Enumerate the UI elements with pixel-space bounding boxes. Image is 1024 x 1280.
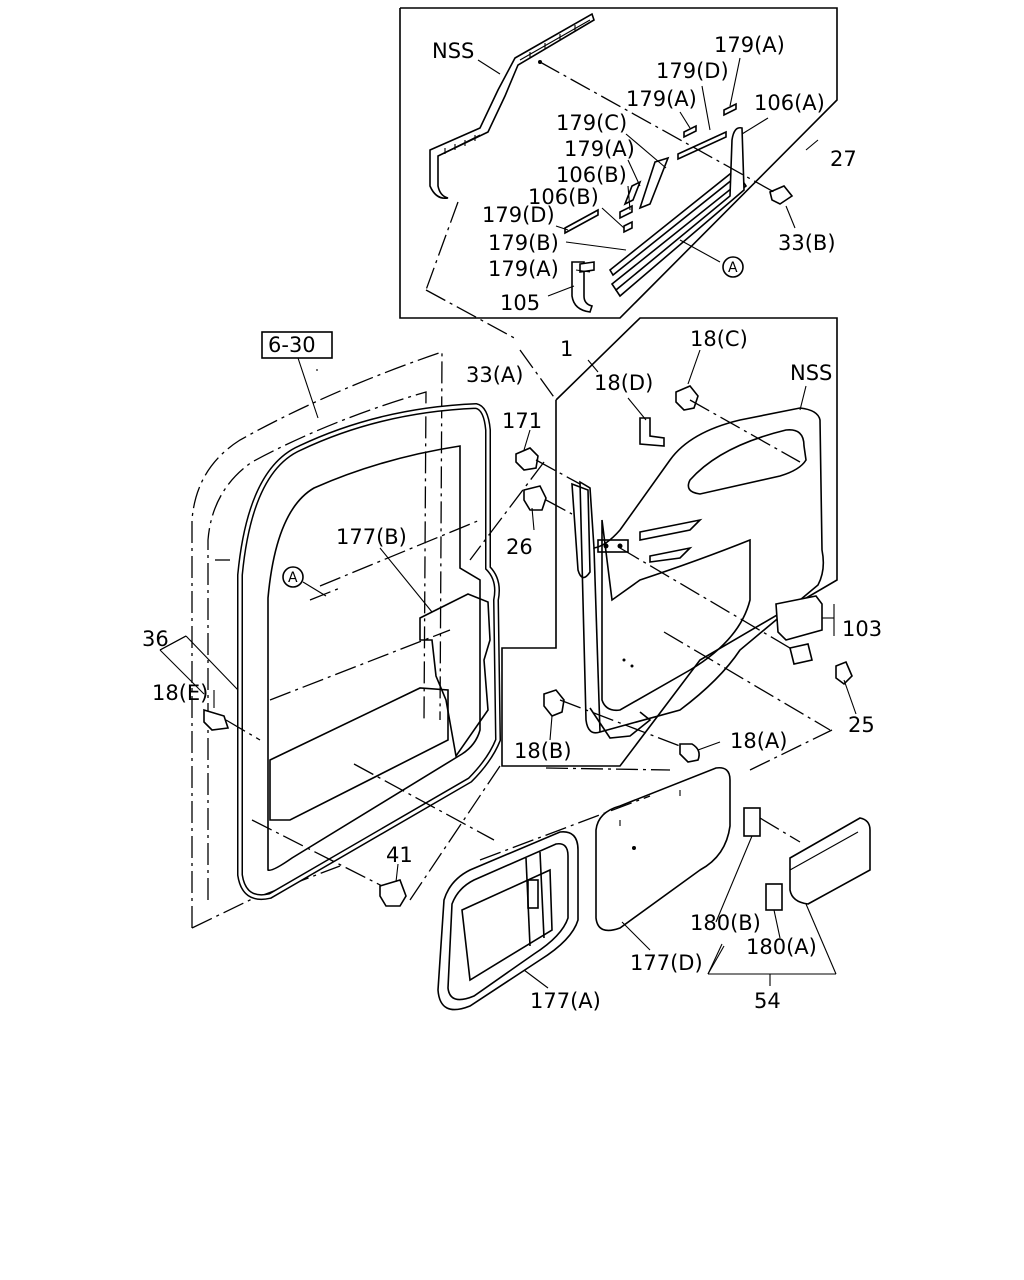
sill-plate-54 [743, 807, 871, 911]
door-panel-shape [269, 593, 491, 821]
label-103: 103 [842, 617, 882, 641]
label-106b-2: 106(B) [528, 185, 599, 209]
label-25: 25 [848, 713, 875, 737]
label-33b: 33(B) [778, 231, 836, 255]
trim-window-177A [437, 831, 579, 1011]
ref-circle-a-top [722, 256, 744, 278]
inset-box [399, 7, 838, 319]
label-27: 27 [830, 147, 857, 171]
door-body-outline [191, 351, 443, 929]
label-106b-1: 106(B) [556, 163, 627, 187]
ref-circle-a-mid [282, 566, 304, 588]
label-nss-top: NSS [432, 39, 474, 63]
label-26: 26 [506, 535, 533, 559]
ref-6-30-box [261, 331, 333, 419]
dash-lines-top [425, 61, 775, 341]
dash-lines-mid [225, 349, 831, 901]
label-18a: 18(A) [730, 729, 787, 753]
label-179a-1: 179(A) [714, 33, 785, 57]
leaders-top [477, 57, 819, 297]
ref-a-top: A [728, 260, 738, 276]
label-180b: 180(B) [690, 911, 761, 935]
ref-a-mid: A [288, 570, 298, 586]
trim-strips [564, 102, 794, 313]
label-18d: 18(D) [594, 371, 653, 395]
label-177a: 177(A) [530, 989, 601, 1013]
trim-panel-177D [595, 766, 731, 932]
label-6-30: 6-30 [268, 333, 316, 357]
leaders-bottom [523, 835, 837, 989]
trim-panel [571, 407, 825, 739]
label-18e: 18(E) [152, 681, 208, 705]
seal-strip-top [429, 12, 595, 200]
label-105: 105 [500, 291, 540, 315]
label-nss-mid: NSS [790, 361, 832, 385]
label-41: 41 [386, 843, 413, 867]
label-54: 54 [754, 989, 781, 1013]
label-33a: 33(A) [466, 363, 523, 387]
label-18c: 18(C) [690, 327, 748, 351]
label-179c: 179(C) [556, 111, 627, 135]
label-179a-2: 179(A) [626, 87, 697, 111]
label-106a: 106(A) [754, 91, 825, 115]
dash-lines-bottom [479, 729, 833, 861]
label-179a-3: 179(A) [564, 137, 635, 161]
label-177d: 177(D) [630, 951, 703, 975]
part-labels: NSS 179(A) 179(D) 179(A) 106(A) 179(C) 2… [142, 33, 882, 1013]
door-inner-lines [251, 519, 495, 891]
label-36: 36 [142, 627, 169, 651]
label-179a-4: 179(A) [488, 257, 559, 281]
label-177b: 177(B) [336, 525, 407, 549]
label-1: 1 [560, 337, 573, 361]
label-171: 171 [502, 409, 542, 433]
door-weatherstrip [237, 402, 502, 900]
trim-panel-box [501, 317, 838, 767]
label-180a: 180(A) [746, 935, 817, 959]
label-179d-2: 179(D) [482, 203, 555, 227]
label-179d-1: 179(D) [656, 59, 729, 83]
leaders-mid [159, 349, 857, 883]
label-179b: 179(B) [488, 231, 559, 255]
clips-mid [203, 385, 853, 907]
hole-dot [538, 60, 542, 64]
label-18b: 18(B) [514, 739, 572, 763]
